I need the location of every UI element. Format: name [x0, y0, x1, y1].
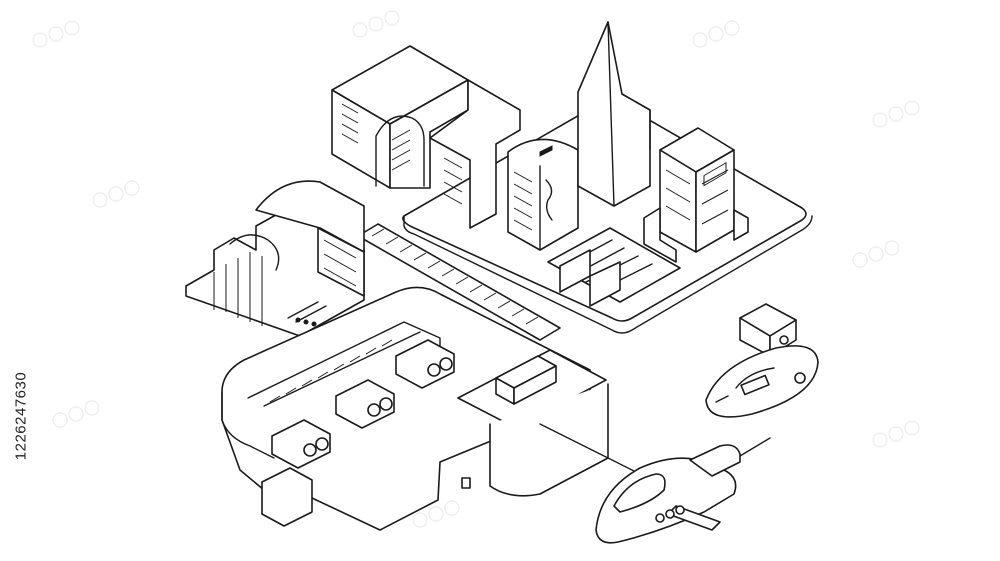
side-stock-id-text: 1226247630: [12, 371, 30, 461]
spaceship: [595, 437, 771, 544]
capsule-pod: [271, 419, 331, 469]
block-tower: [643, 127, 749, 263]
capsule-pod: [395, 339, 455, 389]
rail-track: [357, 223, 561, 341]
industrial-block: [185, 180, 365, 337]
launch-platform: [221, 286, 591, 531]
curved-tower: [507, 138, 579, 251]
arch-building: [331, 45, 521, 229]
side-stock-id: 1226247630: [6, 316, 36, 516]
spire-tower: [577, 21, 651, 207]
station-hub: [457, 349, 641, 497]
watermark-pattern: [32, 10, 920, 528]
capsule-pod: [335, 379, 395, 429]
hover-pod: [705, 345, 819, 418]
